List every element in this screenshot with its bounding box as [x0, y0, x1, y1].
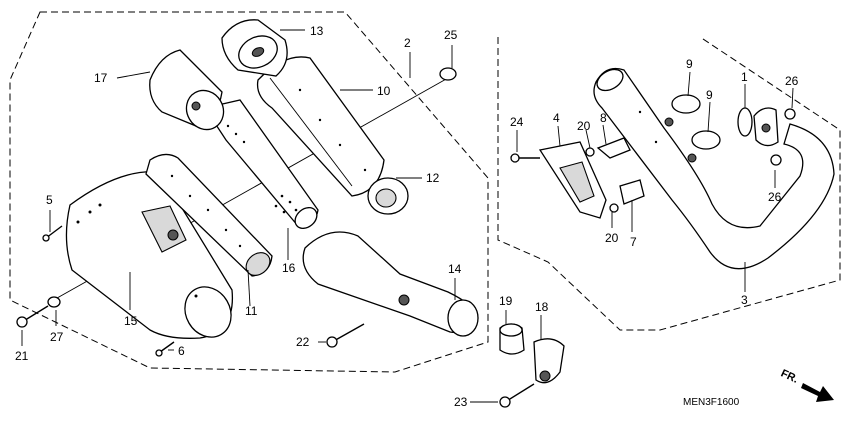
callout-26-lower: 26	[768, 190, 782, 204]
bolt-5	[42, 225, 63, 242]
bolt-6	[155, 341, 175, 357]
callout-22: 22	[296, 335, 310, 349]
callout-18: 18	[535, 300, 549, 314]
callout-12: 12	[426, 171, 440, 185]
heat-protector	[538, 141, 607, 219]
inner-sleeve	[145, 153, 273, 277]
callout-16: 16	[282, 261, 296, 275]
flange-nut-lower	[770, 154, 782, 166]
callout-19: 19	[499, 294, 513, 308]
pipe-group-boundary	[497, 36, 841, 331]
washer-25	[439, 67, 457, 81]
exhaust-pipe	[593, 67, 835, 270]
joint-collar	[499, 323, 525, 355]
direction-label: FR.	[779, 367, 800, 385]
bracket-lower	[619, 179, 645, 205]
diagram-code: MEN3F1600	[683, 397, 740, 408]
bracket-upper	[596, 137, 631, 159]
callout-14: 14	[448, 262, 462, 276]
connecting-pipe	[302, 231, 479, 337]
callout-21: 21	[15, 349, 29, 363]
leader-lines	[21, 29, 794, 403]
callout-26-upper: 26	[785, 74, 799, 88]
washer-27	[47, 296, 61, 308]
joint-flange	[753, 107, 779, 147]
end-cap	[149, 49, 225, 131]
callout-13: 13	[310, 24, 324, 38]
callout-15: 15	[124, 314, 138, 328]
callout-9-lower: 9	[706, 88, 713, 102]
bolt-21	[16, 305, 49, 328]
bolt-23	[499, 383, 535, 408]
gasket	[737, 107, 753, 137]
callout-20-upper: 20	[577, 119, 591, 133]
callout-2: 2	[404, 36, 411, 50]
callout-7: 7	[630, 235, 637, 249]
callout-5: 5	[46, 193, 53, 207]
callout-8: 8	[600, 111, 607, 125]
callout-11: 11	[245, 304, 258, 318]
callout-9-upper: 9	[686, 57, 693, 71]
small-washer-upper	[585, 147, 595, 157]
hose-clamp-upper	[671, 94, 701, 114]
muffler-body	[65, 170, 234, 339]
packing-ring	[221, 19, 288, 77]
hose-clamp-screw-lower	[687, 153, 697, 163]
direction-arrow-icon	[801, 383, 834, 402]
callout-25: 25	[444, 28, 458, 42]
callout-10: 10	[377, 84, 391, 98]
callout-27: 27	[50, 330, 64, 344]
callout-23: 23	[454, 395, 468, 409]
bolt-24	[510, 153, 540, 163]
callout-3: 3	[741, 293, 748, 307]
perforated-core	[203, 99, 319, 229]
small-washer-lower	[609, 203, 619, 213]
hose-clamp-screw-upper	[664, 117, 674, 127]
muffler-group-boundary	[9, 11, 489, 373]
flange-nut-upper	[784, 108, 796, 120]
callout-6: 6	[178, 344, 185, 358]
callout-17: 17	[94, 71, 108, 85]
callout-20-lower: 20	[605, 231, 619, 245]
ring-seal	[367, 177, 409, 215]
front-direction-indicator: FR.	[779, 367, 834, 402]
callout-4: 4	[553, 111, 560, 125]
callout-24: 24	[510, 115, 524, 129]
band-clamp	[533, 338, 565, 384]
callout-1: 1	[741, 70, 748, 84]
hose-clamp-lower	[691, 130, 721, 150]
bolt-22	[326, 323, 365, 348]
